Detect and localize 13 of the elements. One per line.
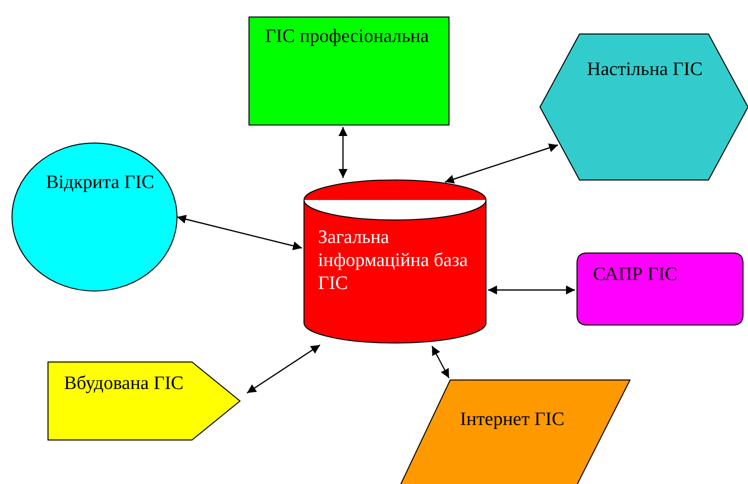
double-arrow (444, 144, 558, 184)
double-arrow (246, 344, 320, 394)
double-arrow (488, 286, 575, 294)
node-label: САПР ГІС (593, 263, 678, 286)
node-label: Загальна інформаційна база ГІС (318, 226, 469, 295)
double-arrow (176, 214, 302, 250)
node-label: ГІС професіональна (265, 25, 430, 48)
double-arrow (431, 346, 450, 378)
node-label: Інтернет ГІС (460, 408, 566, 431)
node-label: Вбудована ГІС (64, 372, 185, 395)
double-arrow (338, 127, 348, 178)
node-label: Відкрита ГІС (46, 171, 156, 194)
node-label: Настільна ГІС (587, 58, 704, 81)
